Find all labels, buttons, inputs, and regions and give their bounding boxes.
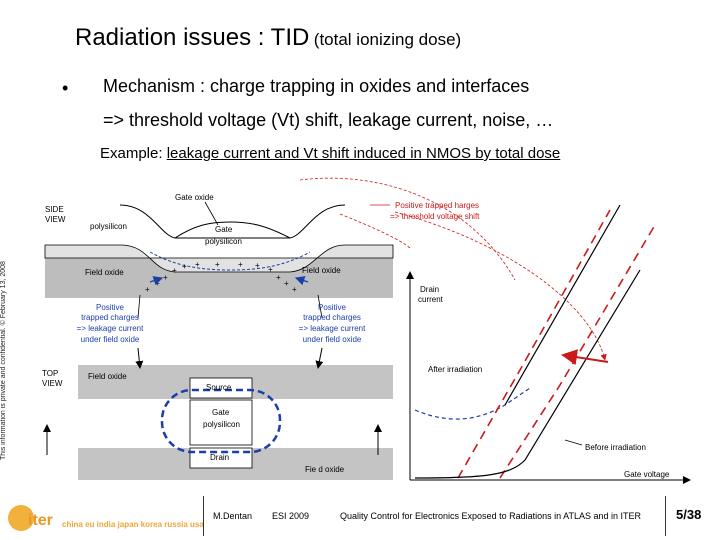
before-curve [414,269,641,479]
svg-text:Positive: Positive [96,303,125,312]
bullet-line-2: => threshold voltage (Vt) shift, leakage… [103,110,554,130]
svg-text:+: + [172,266,177,275]
vt-shift-arrow [561,349,609,366]
bullet-line-1: Mechanism : charge trapping in oxides an… [103,76,530,96]
svg-text:Positive: Positive [318,303,347,312]
drain-label: Drain [210,453,229,462]
top-view-label-1: TOP [42,369,58,378]
right-leader [317,294,323,319]
svg-text:+: + [276,273,281,282]
gate-voltage-label: Gate voltage [624,470,670,479]
drain-current-label-2: current [418,295,444,304]
gate-oxide-leader [204,201,219,226]
field-oxide-left-label: Field oxide [85,268,124,277]
svg-text:under field oxide: under field oxide [81,335,140,344]
leakage-path-ring [160,388,282,454]
svg-text:+: + [163,273,168,282]
side-view-label-2: VIEW [45,215,66,224]
gate-poly-label-2: polysilicon [205,237,242,246]
footer-divider-1 [203,496,204,536]
down-arrow-left [135,347,144,369]
source-box [189,377,253,399]
svg-text:+: + [292,285,297,294]
field-oxide-right-label: Field oxide [302,266,341,275]
after-curve-black [504,204,621,406]
slide-title: Radiation issues : TID (total ionizing d… [75,24,461,52]
gate-poly-outline [174,221,291,239]
svg-text:+: + [145,285,150,294]
svg-text:+: + [215,260,220,269]
drain-current-label-1: Drain [420,285,439,294]
iv-graph: Drain current After irradiation Before i… [406,204,691,484]
svg-text:=> leakage current: => leakage current [299,324,366,333]
svg-text:under field oxide: under field oxide [303,335,362,344]
top-field-oxide-label: Field oxide [88,372,127,381]
red-dashed-top [299,177,516,281]
iter-logo-text: iter [28,512,53,529]
top-view-label-2: VIEW [42,379,63,388]
svg-text:+: + [268,265,273,274]
field-oxide-shape [44,244,394,273]
svg-text:trapped charges: trapped charges [81,313,139,322]
page-number: 5/38 [676,507,702,522]
svg-text:+: + [238,260,243,269]
svg-text:+: + [182,262,187,271]
svg-text:+: + [195,260,200,269]
polysilicon-label: polysilicon [90,222,127,231]
red-dashed-to-graph [394,211,607,361]
side-view-section: Gate oxide polysilicon Gate polysilicon … [44,193,394,344]
left-charges-label: Positive trapped charges => leakage curr… [77,303,144,344]
side-view-label-1: SIDE [45,205,64,214]
top-view-section: Field oxide Source Gate polysilicon Drai… [42,347,393,480]
after-blue-leak [414,387,531,420]
blue-arrow-left [149,276,164,286]
red-shifted-curve-2 [499,224,656,479]
channel-dashed [149,251,311,271]
example-prefix: Example: [100,145,167,162]
red-shifted-curve [457,209,611,479]
footer-author: M.Dentan [213,511,253,521]
vt-shift-label: => threshold voltage shift [390,212,480,221]
footer-divider-2 [665,496,666,536]
red-dashed-to-side [339,213,411,249]
svg-text:+: + [284,279,289,288]
after-irradiation-label: After irradiation [428,365,482,374]
gate-oxide-label: Gate oxide [175,193,214,202]
example-underlined: leakage current and Vt shift induced in … [166,145,561,162]
top-gate-label-1: Gate [212,408,230,417]
before-irradiation-label: Before irradiation [585,443,646,452]
svg-text:=> leakage current: => leakage current [77,324,144,333]
gate-poly-box [189,399,253,446]
bottom-field-oxide-label: Fie d oxide [305,465,345,474]
svg-text:trapped charges: trapped charges [303,313,361,322]
before-leader [564,439,583,446]
positive-trapped-red-label: Positive trapped harges [395,201,479,210]
gate-poly-label-1: Gate [215,225,233,234]
blue-arrow-right [294,276,309,286]
title-sub: (total ionizing dose) [313,30,462,49]
poly-outline [119,204,346,239]
footer-talk-title: Quality Control for Electronics Exposed … [340,511,641,521]
iter-tagline: china eu india japan korea russia usa [62,520,204,529]
bullet-marker: • [62,78,69,98]
title-main: Radiation issues : TID [75,24,310,51]
source-label: Source [206,383,232,392]
left-leader [137,294,141,319]
right-charges-label: Positive trapped charges => leakage curr… [299,303,366,344]
svg-text:+: + [255,261,260,270]
top-gate-label-2: polysilicon [203,420,240,429]
down-arrow-right [315,347,324,369]
iter-logo-icon [8,505,34,531]
example-caption: Example: leakage current and Vt shift in… [100,145,560,162]
footer-event: ESI 2009 [272,511,310,521]
